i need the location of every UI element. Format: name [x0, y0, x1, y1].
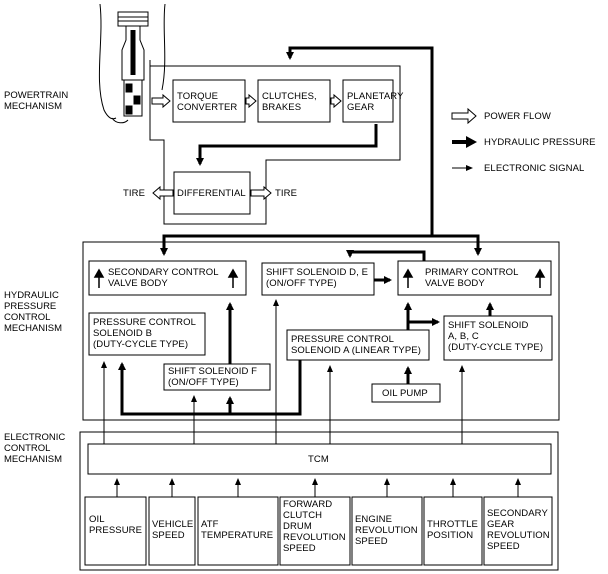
- sensor-throttle-position-label: THROTTLE POSITION: [427, 519, 478, 541]
- hydraulic-line-planetary-to-differential: [196, 124, 378, 166]
- tcm-label: TCM: [308, 454, 329, 465]
- pressure-control-solenoid-a-box: [286, 329, 430, 361]
- clutches-brakes-label: CLUTCHES, BRAKES: [262, 91, 317, 113]
- torque-converter-label: TORQUE CONVERTER: [177, 91, 238, 113]
- oil-pump-label: OIL PUMP: [382, 388, 428, 399]
- sensor-oil-pressure-box: [84, 496, 147, 566]
- tcm-box: [87, 443, 552, 475]
- shift-solenoid-f-label: SHIFT SOLENOID F (ON/OFF TYPE): [168, 366, 258, 388]
- shift-solenoid-de-label: SHIFT SOLENOID D, E (ON/OFF TYPE): [266, 267, 369, 289]
- shift-solenoid-abc-box: [443, 315, 553, 361]
- section-label-powertrain: POWERTRAIN MECHANISM: [4, 90, 69, 112]
- tcm-signal-arrows: [101, 299, 465, 444]
- pcs-b-label: PRESSURE CONTROL SOLENOID B (DUTY-CYCLE …: [93, 317, 196, 350]
- hydraulic-lines-internal: [118, 250, 494, 416]
- sensor-secondary-gear-label: SECONDARY GEAR REVOLUTION SPEED: [487, 508, 550, 552]
- secondary-control-valve-body-box: [88, 260, 247, 296]
- sensor-vehicle-speed-box: [148, 496, 196, 566]
- differential-label: DIFFERENTIAL: [177, 188, 246, 199]
- sensor-engine-revolution-box: [351, 496, 423, 566]
- sensor-forward-clutch-box: [279, 496, 351, 566]
- sensor-vehicle-speed-label: VEHICLE SPEED: [152, 519, 194, 541]
- hydraulic-line-main: [286, 46, 434, 236]
- oil-pump-box: [371, 383, 441, 403]
- hydraulic-container: [82, 241, 560, 421]
- power-flow-arrows: [151, 93, 342, 201]
- tire-right-label: TIRE: [275, 188, 298, 199]
- secondary-valve-label: SECONDARY CONTROL VALVE BODY: [108, 267, 219, 289]
- primary-control-valve-body-box: [397, 260, 552, 296]
- torque-converter-box: [172, 79, 246, 123]
- sensor-oil-pressure-label: OIL PRESSURE: [89, 514, 143, 536]
- legend-power-flow-label: POWER FLOW: [484, 111, 551, 122]
- shift-solenoid-de-box: [261, 262, 375, 296]
- legend: [451, 107, 477, 171]
- sensor-forward-clutch-label: FORWARD CLUTCH DRUM REVOLUTION SPEED: [283, 499, 346, 554]
- section-label-hydraulic: HYDRAULIC PRESSURE CONTROL MECHANISM: [4, 290, 63, 334]
- tire-left-label: TIRE: [123, 188, 146, 199]
- hydraulic-line-main-branch: [160, 234, 432, 256]
- legend-electronic-signal-label: ELECTRONIC SIGNAL: [484, 163, 585, 174]
- sensor-engine-revolution-label: ENGINE REVOLUTION SPEED: [355, 514, 418, 547]
- pcs-a-label: PRESSURE CONTROL SOLENOID A (LINEAR TYPE…: [291, 334, 421, 356]
- sensor-throttle-position-box: [423, 496, 483, 566]
- engine-illustration: [98, 3, 166, 124]
- sensor-signal-arrows: [114, 478, 521, 497]
- primary-valve-label: PRIMARY CONTROL VALVE BODY: [425, 267, 519, 289]
- electronic-container: [79, 431, 559, 571]
- planetary-gear-label: PLANETARY GEAR: [347, 91, 404, 113]
- sensor-atf-temperature-box: [197, 496, 279, 566]
- hydraulic-line-main-branch-right: [432, 234, 482, 256]
- planetary-gear-box: [342, 79, 394, 123]
- clutches-brakes-box: [257, 79, 331, 123]
- differential-box: [173, 171, 251, 215]
- shift-solenoid-f-box: [163, 363, 271, 391]
- legend-hydraulic-pressure-label: HYDRAULIC PRESSURE: [484, 137, 596, 148]
- powertrain-frame: [149, 60, 401, 225]
- section-label-electronic: ELECTRONIC CONTROL MECHANISM: [4, 432, 66, 465]
- pressure-control-solenoid-b-box: [88, 312, 206, 356]
- valve-body-up-arrows: [93, 268, 546, 288]
- sensor-secondary-gear-box: [483, 496, 553, 566]
- sensor-atf-temperature-label: ATF TEMPERATURE: [201, 519, 274, 541]
- legend-power-flow-icon: [451, 107, 477, 125]
- shift-solenoid-abc-label: SHIFT SOLENOID A, B, C (DUTY-CYCLE TYPE): [448, 320, 544, 353]
